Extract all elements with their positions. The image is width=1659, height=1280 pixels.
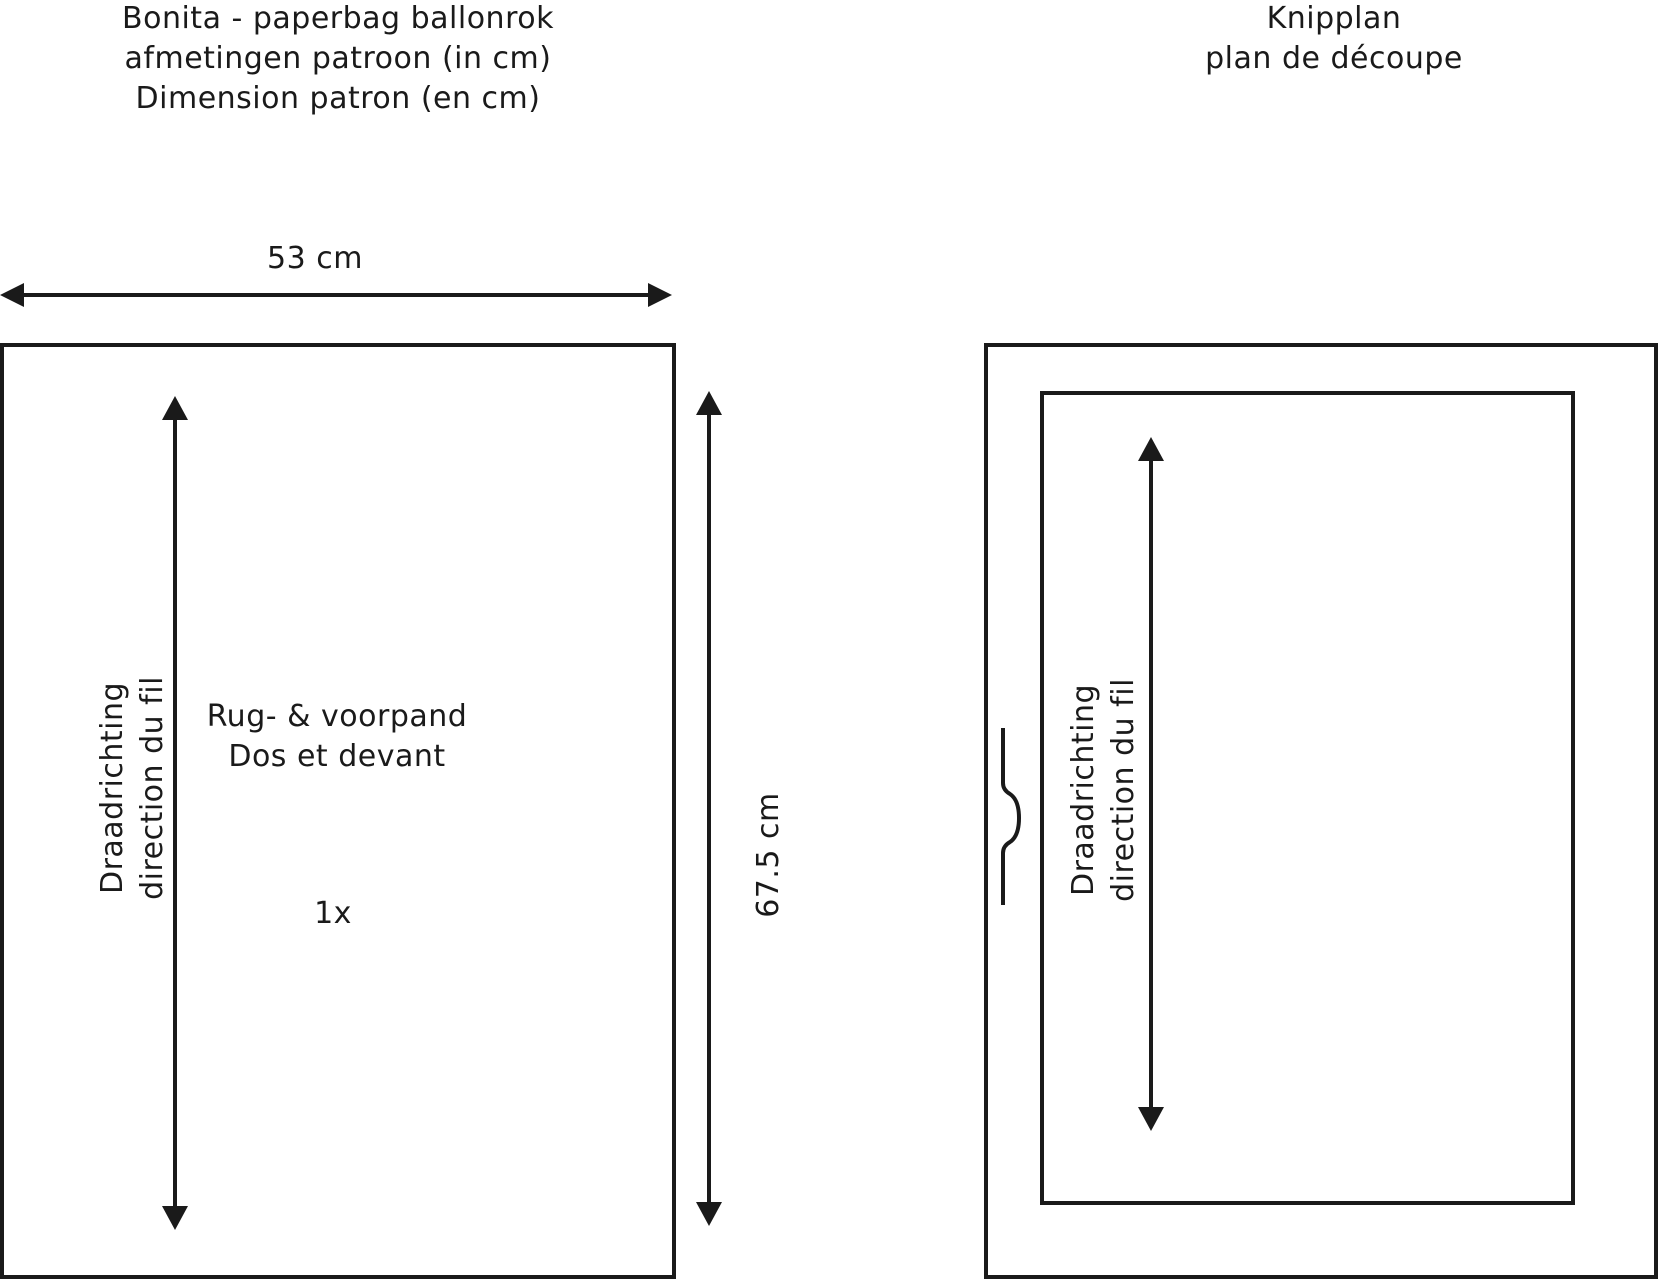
- cutting-plan-grainline-arrowhead-bottom: [1138, 1107, 1164, 1131]
- fabric-outline: [984, 343, 1658, 1279]
- width-dimension: 53 cm: [0, 241, 672, 307]
- height-dimension: 67.5 cm: [696, 391, 786, 1226]
- pattern-title-line-2: afmetingen patroon (in cm): [125, 41, 552, 76]
- pattern-grainline: Draadrichting direction du fil: [95, 396, 188, 1230]
- pattern-piece-outline: [0, 343, 676, 1279]
- cutting-plan-grainline-arrowhead-top: [1138, 437, 1164, 461]
- placed-pattern-piece: [1040, 391, 1575, 1205]
- pattern-title-line-3: Dimension patron (en cm): [136, 81, 541, 116]
- pattern-grainline-arrowhead-top: [162, 396, 188, 420]
- cutting-plan-title-line-1: Knipplan: [1267, 1, 1402, 36]
- pattern-piece-info: Rug- & voorpand Dos et devant 1x: [207, 699, 468, 931]
- pattern-title: Bonita - paperbag ballonrok afmetingen p…: [122, 1, 554, 116]
- cutting-plan-grainline-label-2: direction du fil: [1106, 678, 1141, 902]
- pattern-grainline-label-2: direction du fil: [135, 676, 170, 900]
- cutting-plan-grainline-label-1: Draadrichting: [1066, 684, 1101, 896]
- width-arrowhead-left: [0, 283, 24, 307]
- width-label: 53 cm: [267, 241, 363, 276]
- piece-name-line-2: Dos et devant: [228, 739, 445, 774]
- width-arrowhead-right: [648, 283, 672, 307]
- pattern-grainline-label-1: Draadrichting: [95, 682, 130, 894]
- pattern-grainline-arrowhead-bottom: [162, 1206, 188, 1230]
- fold-mark: [1001, 728, 1022, 905]
- piece-name-line-1: Rug- & voorpand: [207, 699, 468, 734]
- cutting-plan-title-line-2: plan de découpe: [1205, 41, 1463, 76]
- height-label: 67.5 cm: [751, 792, 786, 918]
- cutting-plan-title: Knipplan plan de découpe: [1205, 1, 1463, 76]
- piece-quantity: 1x: [314, 896, 352, 931]
- cutting-plan-grainline: Draadrichting direction du fil: [1066, 437, 1164, 1131]
- height-arrowhead-bottom: [696, 1202, 722, 1226]
- pattern-title-line-1: Bonita - paperbag ballonrok: [122, 1, 554, 36]
- height-arrowhead-top: [696, 391, 722, 415]
